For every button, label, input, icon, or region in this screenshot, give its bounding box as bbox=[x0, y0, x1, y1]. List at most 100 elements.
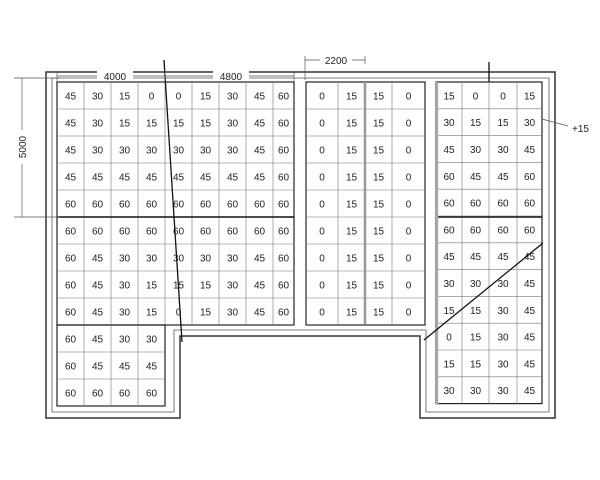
dimension-label: 2200 bbox=[325, 56, 348, 67]
grid-cell-value: 0 bbox=[406, 254, 412, 265]
grid-cell-value: 30 bbox=[227, 119, 239, 130]
grid-cell-value: 45 bbox=[470, 172, 482, 183]
grid-cell-value: 15 bbox=[173, 119, 185, 130]
grid-cell-value: 15 bbox=[346, 92, 358, 103]
grid-cell-value: 30 bbox=[497, 333, 509, 344]
grid-cell-value: 60 bbox=[278, 173, 290, 184]
grid-cell-value: 30 bbox=[173, 254, 185, 265]
grid-cell-value: 45 bbox=[119, 362, 131, 373]
grid-cell-value: 45 bbox=[227, 173, 239, 184]
grid-cell-value: 0 bbox=[319, 200, 325, 211]
grid-cell-value: 15 bbox=[443, 306, 455, 317]
grid-cell-value: 60 bbox=[497, 199, 509, 210]
grid-cell-value: 60 bbox=[65, 254, 77, 265]
grid-cell-value: 30 bbox=[119, 335, 131, 346]
grid-cell-value: 0 bbox=[406, 227, 412, 238]
grid-cell-value: 60 bbox=[146, 389, 158, 400]
grid-cell-value: 60 bbox=[470, 225, 482, 236]
grid-cell-value: 60 bbox=[173, 200, 185, 211]
grid-cell-value: 45 bbox=[92, 281, 104, 292]
grid-cell-value: 15 bbox=[470, 118, 482, 129]
grid-cell-value: 0 bbox=[319, 227, 325, 238]
grid-cell-value: 45 bbox=[92, 254, 104, 265]
grid-cell-value: 45 bbox=[524, 359, 536, 370]
grid-cell-value: 60 bbox=[92, 227, 104, 238]
grid-cell-value: 45 bbox=[254, 173, 266, 184]
grid-cell-value: 0 bbox=[319, 146, 325, 157]
grid-cell-value: 30 bbox=[173, 146, 185, 157]
grid-cell-value: 45 bbox=[524, 306, 536, 317]
dimension-label: 4800 bbox=[220, 72, 243, 83]
grid-cell-value: 15 bbox=[373, 146, 385, 157]
grid-cell-value: 30 bbox=[146, 254, 158, 265]
grid-cell-value: 30 bbox=[200, 146, 212, 157]
grid-cell-value: 15 bbox=[346, 254, 358, 265]
grid-cell-value: 60 bbox=[278, 308, 290, 319]
grid-cell-value: 30 bbox=[497, 386, 509, 397]
grid-cell-value: 15 bbox=[373, 227, 385, 238]
grid-cell-value: 0 bbox=[319, 308, 325, 319]
grid-cell-value: 15 bbox=[346, 146, 358, 157]
slope-line bbox=[423, 242, 544, 341]
grid-cell-value: 0 bbox=[406, 146, 412, 157]
grid-cell-value: 60 bbox=[65, 200, 77, 211]
grid-cell-value: 45 bbox=[497, 252, 509, 263]
grid-cell-value: 45 bbox=[92, 308, 104, 319]
grid-cell-value: 15 bbox=[346, 119, 358, 130]
grid-cell-value: 30 bbox=[227, 92, 239, 103]
grid-cell-value: 15 bbox=[470, 306, 482, 317]
grid-cell-value: 30 bbox=[443, 279, 455, 290]
grid-cell-value: 30 bbox=[119, 281, 131, 292]
grid-cell-value: 60 bbox=[443, 225, 455, 236]
grid-cell-value: 15 bbox=[346, 308, 358, 319]
grid-cell-value: 30 bbox=[227, 281, 239, 292]
grid-cell-value: 45 bbox=[443, 252, 455, 263]
grid-cell-value: 60 bbox=[65, 335, 77, 346]
grid-cell-value: 15 bbox=[146, 281, 158, 292]
grid-cell-value: 45 bbox=[92, 362, 104, 373]
grid-cell-value: 15 bbox=[470, 333, 482, 344]
grid-cell-value: 30 bbox=[92, 92, 104, 103]
grid-cell-value: 0 bbox=[446, 333, 452, 344]
grid-cell-value: 30 bbox=[227, 254, 239, 265]
grid-cell-value: 45 bbox=[65, 146, 77, 157]
grid-cell-value: 45 bbox=[92, 335, 104, 346]
grid-cell-value: 30 bbox=[119, 146, 131, 157]
grid-cell-value: 60 bbox=[65, 281, 77, 292]
grid-cell-value: 60 bbox=[119, 200, 131, 211]
grid-cell-value: 60 bbox=[524, 172, 536, 183]
grid-cell-value: 60 bbox=[65, 362, 77, 373]
grid-cells: 45 30 15 0 0 15 30 45 60 45 30 15 15 15 15 30 45 60 45 30 30… bbox=[56, 81, 543, 407]
grid-cell-value: 30 bbox=[497, 145, 509, 156]
grid-cell-value: 0 bbox=[406, 173, 412, 184]
grid-cell-value: 45 bbox=[524, 333, 536, 344]
dimension-label: 4000 bbox=[104, 72, 127, 83]
grid-cell-value: 60 bbox=[254, 227, 266, 238]
grid-cell-value: 60 bbox=[254, 200, 266, 211]
grid-cell-value: 15 bbox=[470, 359, 482, 370]
grid-cell-value: 30 bbox=[470, 386, 482, 397]
grid-cell-value: 60 bbox=[65, 227, 77, 238]
grid-cell-value: 60 bbox=[200, 227, 212, 238]
grid-cell-value: 60 bbox=[65, 389, 77, 400]
grid-cell-value: 30 bbox=[92, 119, 104, 130]
grid-cell-value: 60 bbox=[92, 200, 104, 211]
grid-cell-value: 30 bbox=[200, 254, 212, 265]
grid-cell-value: 0 bbox=[406, 281, 412, 292]
level-note: +15 bbox=[572, 124, 589, 135]
grid-cell-value: 15 bbox=[200, 281, 212, 292]
grid-cell-value: 30 bbox=[443, 386, 455, 397]
grid-cell-value: 30 bbox=[146, 335, 158, 346]
grid-cell-value: 30 bbox=[227, 308, 239, 319]
grid-cell-value: 45 bbox=[65, 173, 77, 184]
grid-cell-value: 15 bbox=[373, 254, 385, 265]
grid-cell-value: 30 bbox=[119, 254, 131, 265]
grid-cell-value: 0 bbox=[319, 254, 325, 265]
grid-cell-value: 30 bbox=[470, 279, 482, 290]
grid-cell-value: 45 bbox=[173, 173, 185, 184]
grid-cell-value: 60 bbox=[146, 200, 158, 211]
grid-cell-value: 15 bbox=[346, 173, 358, 184]
grid-cell-value: 15 bbox=[119, 119, 131, 130]
grid-cell-value: 0 bbox=[176, 92, 182, 103]
